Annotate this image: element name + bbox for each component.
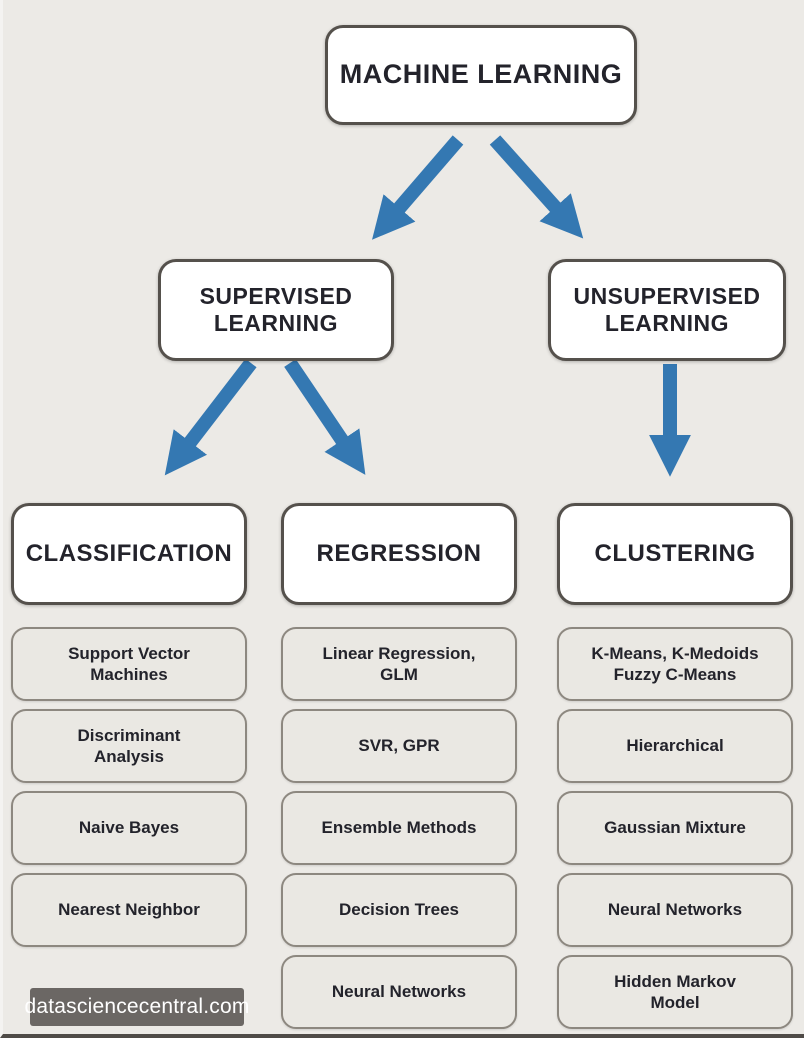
leaf-neural-networks-regression: Neural Networks	[281, 955, 517, 1029]
leaf-svr-gpr: SVR, GPR	[281, 709, 517, 783]
arrow-supervised-to-classification	[164, 358, 257, 476]
node-regression: REGRESSION	[281, 503, 517, 605]
arrow-supervised-to-regression	[284, 359, 366, 475]
node-machine-learning: MACHINE LEARNING	[325, 25, 637, 125]
leaf-decision-trees: Decision Trees	[281, 873, 517, 947]
leaf-hierarchical: Hierarchical	[557, 709, 793, 783]
node-unsupervised-learning: UNSUPERVISED LEARNING	[548, 259, 786, 361]
leaf-neural-networks-clustering: Neural Networks	[557, 873, 793, 947]
source-badge: datasciencecentral.com	[25, 988, 249, 1026]
leaf-ensemble-methods: Ensemble Methods	[281, 791, 517, 865]
node-supervised-learning: SUPERVISED LEARNING	[158, 259, 394, 361]
leaf-linear-regression-glm: Linear Regression, GLM	[281, 627, 517, 701]
leaf-hidden-markov-model: Hidden Markov Model	[557, 955, 793, 1029]
leaf-support-vector-machines: Support Vector Machines	[11, 627, 247, 701]
leaf-discriminant-analysis: Discriminant Analysis	[11, 709, 247, 783]
node-classification: CLASSIFICATION	[11, 503, 247, 605]
node-clustering: CLUSTERING	[557, 503, 793, 605]
arrow-ml-to-supervised	[372, 135, 464, 240]
leaf-nearest-neighbor: Nearest Neighbor	[11, 873, 247, 947]
leaf-naive-bayes: Naive Bayes	[11, 791, 247, 865]
leaf-kmeans-kmedoids-fuzzy-cmeans: K-Means, K-Medoids Fuzzy C-Means	[557, 627, 793, 701]
arrow-ml-to-unsupervised	[489, 135, 584, 239]
leaf-gaussian-mixture: Gaussian Mixture	[557, 791, 793, 865]
